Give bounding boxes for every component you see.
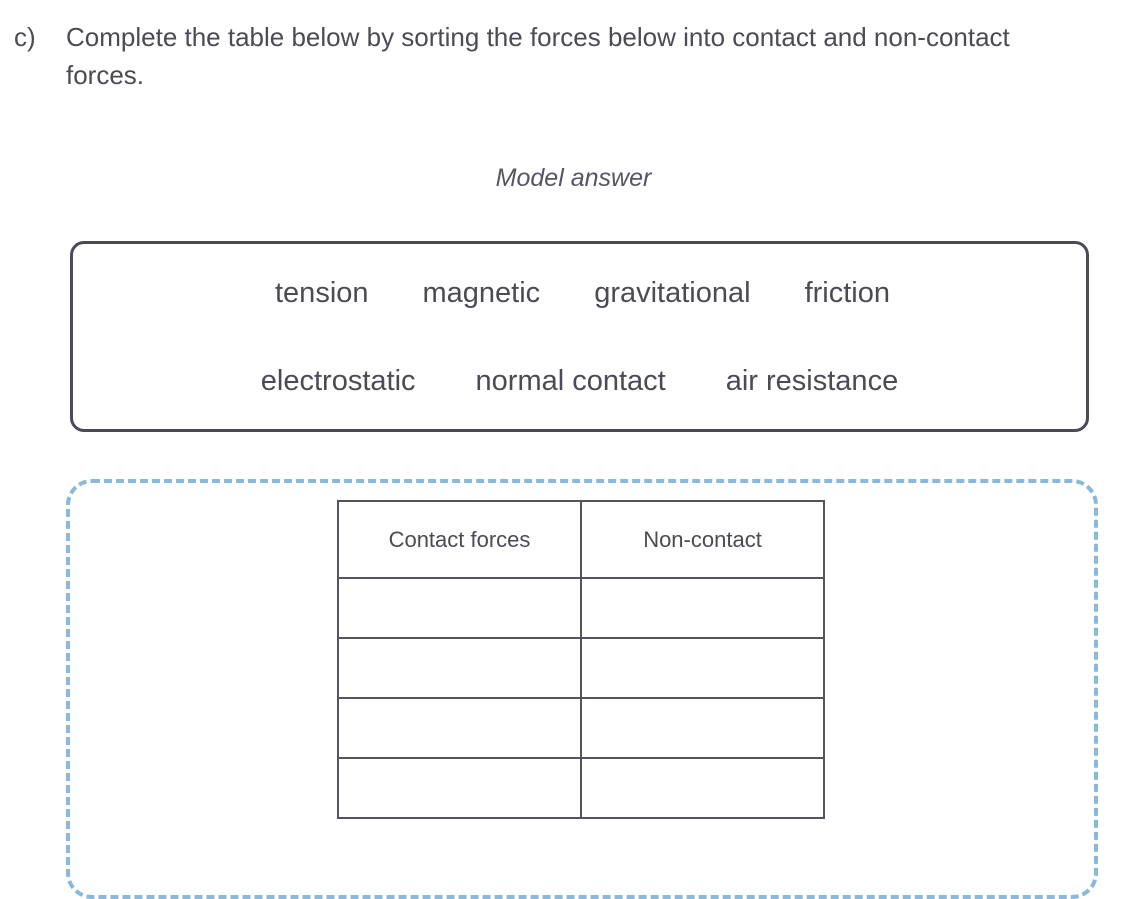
answer-cell-noncontact-3[interactable] bbox=[580, 697, 825, 759]
answer-cell-contact-4[interactable] bbox=[337, 757, 582, 819]
answer-cell-noncontact-1[interactable] bbox=[580, 577, 825, 639]
word-chip-air-resistance[interactable]: air resistance bbox=[725, 364, 899, 397]
word-chip-magnetic[interactable]: magnetic bbox=[422, 276, 541, 309]
word-chip-friction[interactable]: friction bbox=[804, 276, 890, 309]
answer-cell-contact-3[interactable] bbox=[337, 697, 582, 759]
sorting-table-wrapper: Contact forces Non-contact bbox=[337, 500, 825, 819]
answer-cell-contact-1[interactable] bbox=[337, 577, 582, 639]
table-row bbox=[337, 757, 825, 819]
answer-cell-noncontact-2[interactable] bbox=[580, 637, 825, 699]
question-text: Complete the table below by sorting the … bbox=[66, 22, 1010, 90]
question-block: c) Complete the table below by sorting t… bbox=[14, 18, 1104, 94]
model-answer-caption: Model answer bbox=[495, 164, 652, 192]
column-header-non-contact: Non-contact bbox=[580, 500, 825, 579]
word-bank-row-2: electrostatic normal contact air resista… bbox=[73, 337, 1086, 425]
word-bank-box: tension magnetic gravitational friction … bbox=[70, 241, 1089, 432]
answer-cell-contact-2[interactable] bbox=[337, 637, 582, 699]
sorting-table: Contact forces Non-contact bbox=[337, 500, 825, 819]
word-chip-normal-contact[interactable]: normal contact bbox=[475, 364, 666, 397]
column-header-contact-forces: Contact forces bbox=[337, 500, 582, 579]
table-row bbox=[337, 697, 825, 759]
table-header-row: Contact forces Non-contact bbox=[337, 500, 825, 579]
table-row bbox=[337, 637, 825, 699]
word-chip-gravitational[interactable]: gravitational bbox=[594, 276, 751, 309]
question-letter: c) bbox=[14, 22, 36, 52]
answer-cell-noncontact-4[interactable] bbox=[580, 757, 825, 819]
table-row bbox=[337, 577, 825, 639]
word-chip-tension[interactable]: tension bbox=[275, 276, 369, 309]
word-bank-row-1: tension magnetic gravitational friction bbox=[73, 249, 1086, 337]
word-chip-electrostatic[interactable]: electrostatic bbox=[260, 364, 416, 397]
